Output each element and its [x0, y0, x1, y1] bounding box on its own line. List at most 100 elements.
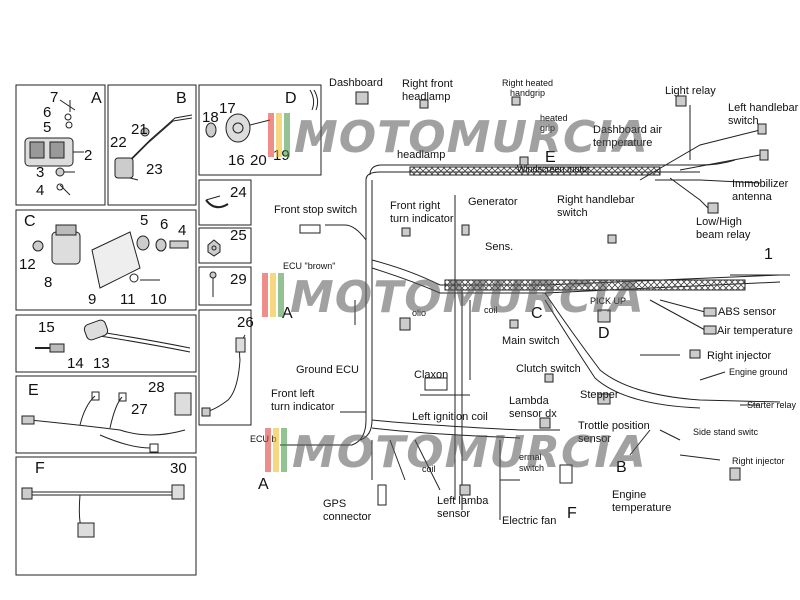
watermark-text-top: MOTOMURCIA [294, 112, 649, 163]
label-1: 1 [764, 246, 773, 263]
label-c: C [531, 305, 543, 322]
watermark-bottom: MOTOMURCIA [265, 427, 647, 478]
label-f: F [567, 505, 577, 522]
box-25 [198, 227, 252, 264]
part-30: 30 [170, 460, 187, 477]
label-sens: Sens. [485, 241, 513, 253]
box-f-letter: F [35, 460, 45, 477]
box-d [198, 84, 322, 176]
box-a-letter: A [91, 90, 102, 107]
box-e-parts [21, 391, 192, 453]
box-24 [198, 179, 252, 226]
label-coil-2: coil [422, 464, 436, 474]
part-8: 8 [44, 274, 52, 291]
label-front-stop-switch: Front stop switch [274, 204, 357, 216]
part-16: 16 [228, 152, 245, 169]
main-harness [280, 105, 790, 520]
box-26 [198, 309, 252, 426]
box-b-letter: B [176, 90, 187, 107]
label-d: D [598, 325, 610, 342]
part-10: 10 [150, 291, 167, 308]
label-b: B [616, 459, 627, 476]
part-9: 9 [88, 291, 96, 308]
part-c-6: 6 [160, 216, 168, 233]
box-c-parts [32, 224, 189, 289]
part-15: 15 [38, 319, 55, 336]
box-a-parts [24, 99, 84, 196]
part-18: 18 [202, 109, 219, 126]
box-13-parts [35, 319, 191, 353]
box-d-letter: D [285, 90, 297, 107]
part-3: 3 [36, 164, 44, 181]
label-grip-partial: grip [540, 123, 555, 133]
label-abs-sensor: ABS sensor [718, 306, 776, 318]
part-26: 26 [237, 314, 254, 331]
box-e-letter: E [28, 382, 39, 399]
part-14: 14 [67, 355, 84, 372]
part-13: 13 [93, 355, 110, 372]
label-windscreen-motor: Windscreen motor [517, 164, 590, 174]
part-29: 29 [230, 271, 247, 288]
part-23: 23 [146, 161, 163, 178]
box-c [15, 209, 197, 311]
box-b-parts [114, 114, 193, 181]
label-air-temperature: Air temperature [717, 325, 793, 337]
label-e: E [545, 149, 556, 166]
label-ecu-brown: ECU "brown" [283, 261, 335, 271]
part-21: 21 [131, 121, 148, 138]
label-electric-fan: Electric fan [502, 515, 556, 527]
label-side-stand-switc: Side stand switc [693, 427, 759, 437]
label-clutch-switch: Clutch switch [516, 363, 581, 375]
watermark-middle: MOTOMURCIA [262, 272, 645, 323]
box-13 [15, 314, 197, 373]
part-20: 20 [250, 152, 267, 169]
label-olio: olio [412, 308, 426, 318]
label-starter-relay: Starter relay [747, 400, 797, 410]
part-2: 2 [84, 147, 92, 164]
label-left-ignition-coil: Left ignition coil [412, 411, 488, 423]
part-27: 27 [131, 401, 148, 418]
part-4: 4 [36, 182, 44, 199]
label-right-injector-1: Right injector [707, 350, 772, 362]
label-right-injector-2: Right injector [732, 456, 785, 466]
watermark-text-middle: MOTOMURCIA [290, 272, 645, 323]
part-25: 25 [230, 227, 247, 244]
box-a [15, 84, 106, 206]
label-light-relay: Light relay [665, 85, 716, 97]
box-e [15, 375, 197, 454]
box-f [15, 456, 197, 576]
label-ground-ecu: Ground ECU [296, 364, 359, 376]
watermark-text-bottom: MOTOMURCIA [292, 427, 647, 478]
part-5: 5 [43, 119, 51, 136]
box-29 [198, 266, 252, 306]
small-parts [205, 195, 229, 297]
connectors [299, 91, 769, 506]
watermark-top: MOTOMURCIA [268, 112, 649, 163]
part-c-4: 4 [178, 222, 186, 239]
label-a-bottom: A [258, 476, 269, 493]
label-main-switch: Main switch [502, 335, 559, 347]
part-22: 22 [110, 134, 127, 151]
part-c-5: 5 [140, 212, 148, 229]
label-headlamp: headlamp [397, 149, 445, 161]
part-17: 17 [219, 100, 236, 117]
label-ecu-b: ECU b [250, 434, 277, 444]
label-heated-partial: heated [540, 113, 568, 123]
box-c-letter: C [24, 213, 36, 230]
label-a-top: A [282, 305, 293, 322]
label-coil: coil [484, 305, 498, 315]
label-pick-up: PICK UP [590, 296, 626, 306]
